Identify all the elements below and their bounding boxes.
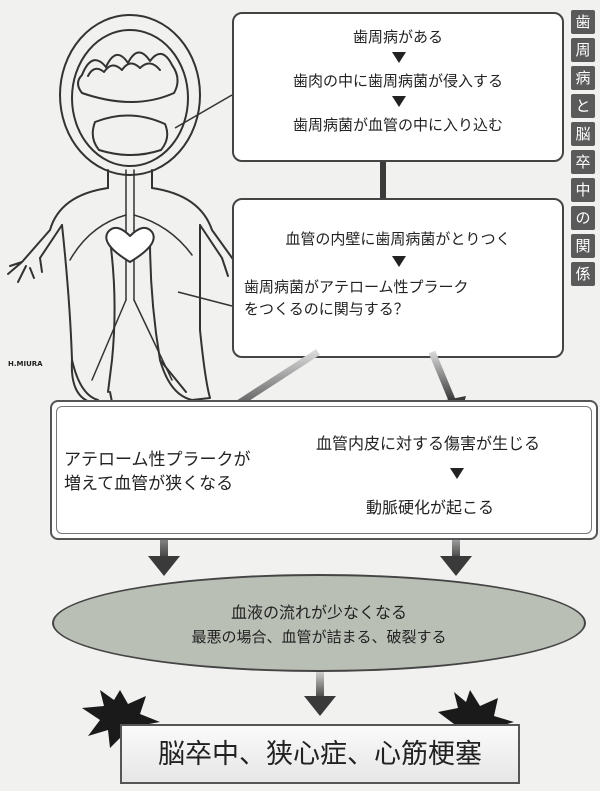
box2-line3: をつくるのに関与する？ xyxy=(244,300,409,318)
box3-left-line1: アテローム性プラークが xyxy=(64,450,251,470)
title-char: と xyxy=(571,94,595,118)
title-char: 中 xyxy=(571,178,595,202)
step-box-3: アテローム性プラークが 増えて血管が狭くなる 血管内皮に対する傷害が生じる 動脈… xyxy=(50,400,598,540)
human-body-illustration xyxy=(7,14,240,403)
title-char: 係 xyxy=(571,262,595,286)
final-outcome-text: 脳卒中、狭心症、心筋梗塞 xyxy=(158,739,482,770)
down-triangle-icon xyxy=(450,468,464,479)
box2-line2: 歯周病菌がアテローム性プラーク xyxy=(244,278,469,296)
arrow-ellipse-down xyxy=(304,670,336,716)
box3-right-line2: 動脈硬化が起こる xyxy=(366,498,495,517)
title-char: 卒 xyxy=(571,150,595,174)
title-char: 歯 xyxy=(571,10,595,34)
title-char: 関 xyxy=(571,234,595,258)
box1-line1: 歯周病がある xyxy=(352,28,443,46)
ellipse-line1: 血液の流れが少なくなる xyxy=(230,603,407,622)
box1-line3: 歯周病菌が血管の中に入り込む xyxy=(292,116,503,134)
burst-left-icon xyxy=(82,690,160,748)
title-char: 病 xyxy=(571,66,595,90)
down-triangle-icon xyxy=(392,96,406,107)
step-box-1: 歯周病がある 歯肉の中に歯周病菌が侵入する 歯周病菌が血管の中に入り込む xyxy=(232,12,564,162)
title-char: の xyxy=(571,206,595,230)
result-ellipse: 血液の流れが少なくなる 最悪の場合、血管が詰まる、破裂する xyxy=(52,574,586,672)
arrow-box3-right-down xyxy=(440,528,472,576)
connector-line xyxy=(380,160,386,198)
down-triangle-icon xyxy=(392,256,406,267)
box3-right-line1: 血管内皮に対する傷害が生じる xyxy=(316,434,541,453)
final-outcome-box: 脳卒中、狭心症、心筋梗塞 xyxy=(120,724,520,784)
title-char: 周 xyxy=(571,38,595,62)
artist-signature: H.MIURA xyxy=(8,360,43,368)
down-triangle-icon xyxy=(392,52,406,63)
title-char: 脳 xyxy=(571,122,595,146)
box3-left-line2: 増えて血管が狭くなる xyxy=(64,474,234,494)
box2-line1: 血管の内壁に歯周病菌がとりつく xyxy=(285,230,511,248)
step-box-2: 血管の内壁に歯周病菌がとりつく 歯周病菌がアテローム性プラーク をつくるのに関与… xyxy=(232,198,564,358)
ellipse-line2: 最悪の場合、血管が詰まる、破裂する xyxy=(191,628,447,646)
vertical-title: 歯 周 病 と 脳 卒 中 の 関 係 xyxy=(571,10,597,290)
box1-line2: 歯肉の中に歯周病菌が侵入する xyxy=(292,72,503,90)
